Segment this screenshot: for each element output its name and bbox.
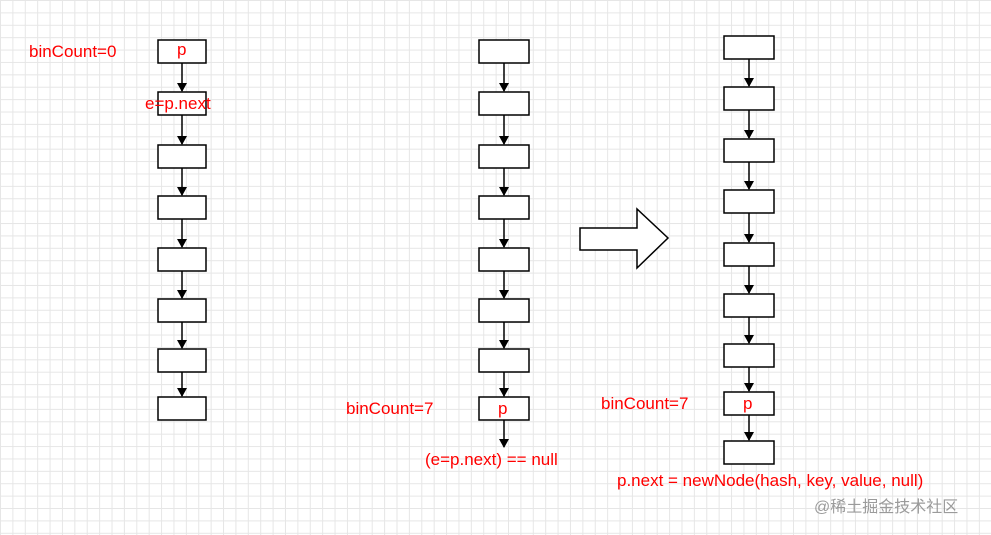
right-node-7 <box>723 343 775 368</box>
middle-node-5 <box>478 247 530 272</box>
left-node-4 <box>157 195 207 220</box>
right-node-1 <box>723 35 775 60</box>
right-node-3 <box>723 138 775 163</box>
watermark: @稀土掘金技术社区 <box>814 499 959 516</box>
left-node-5 <box>157 247 207 272</box>
left-node-p-label: p <box>177 40 187 59</box>
middle-node-4 <box>478 195 530 220</box>
right-bincount-label: binCount=7 <box>601 394 689 413</box>
right-node-new <box>723 440 775 465</box>
right-node-6 <box>723 293 775 318</box>
middle-node-6 <box>478 298 530 323</box>
left-node-7 <box>157 348 207 373</box>
left-node-6 <box>157 298 207 323</box>
right-node-5 <box>723 242 775 267</box>
right-list <box>723 35 775 465</box>
right-new-node-label: p.next = newNode(hash, key, value, null) <box>617 471 924 490</box>
left-e-label: e=p.next <box>145 94 211 113</box>
middle-list <box>478 39 530 448</box>
middle-node-2 <box>478 91 530 116</box>
middle-node-1 <box>478 39 530 64</box>
transform-arrow-icon <box>579 207 670 270</box>
left-list <box>157 39 207 421</box>
middle-bincount-label: binCount=7 <box>346 399 434 418</box>
right-node-p-label: p <box>743 394 753 413</box>
left-node-3 <box>157 144 207 169</box>
right-node-4 <box>723 189 775 214</box>
middle-node-p-label: p <box>498 399 508 418</box>
middle-node-3 <box>478 144 530 169</box>
middle-node-7 <box>478 348 530 373</box>
middle-condition-label: (e=p.next) == null <box>425 450 558 469</box>
right-node-2 <box>723 86 775 111</box>
left-node-8 <box>157 396 207 421</box>
left-bincount-label: binCount=0 <box>29 42 117 61</box>
